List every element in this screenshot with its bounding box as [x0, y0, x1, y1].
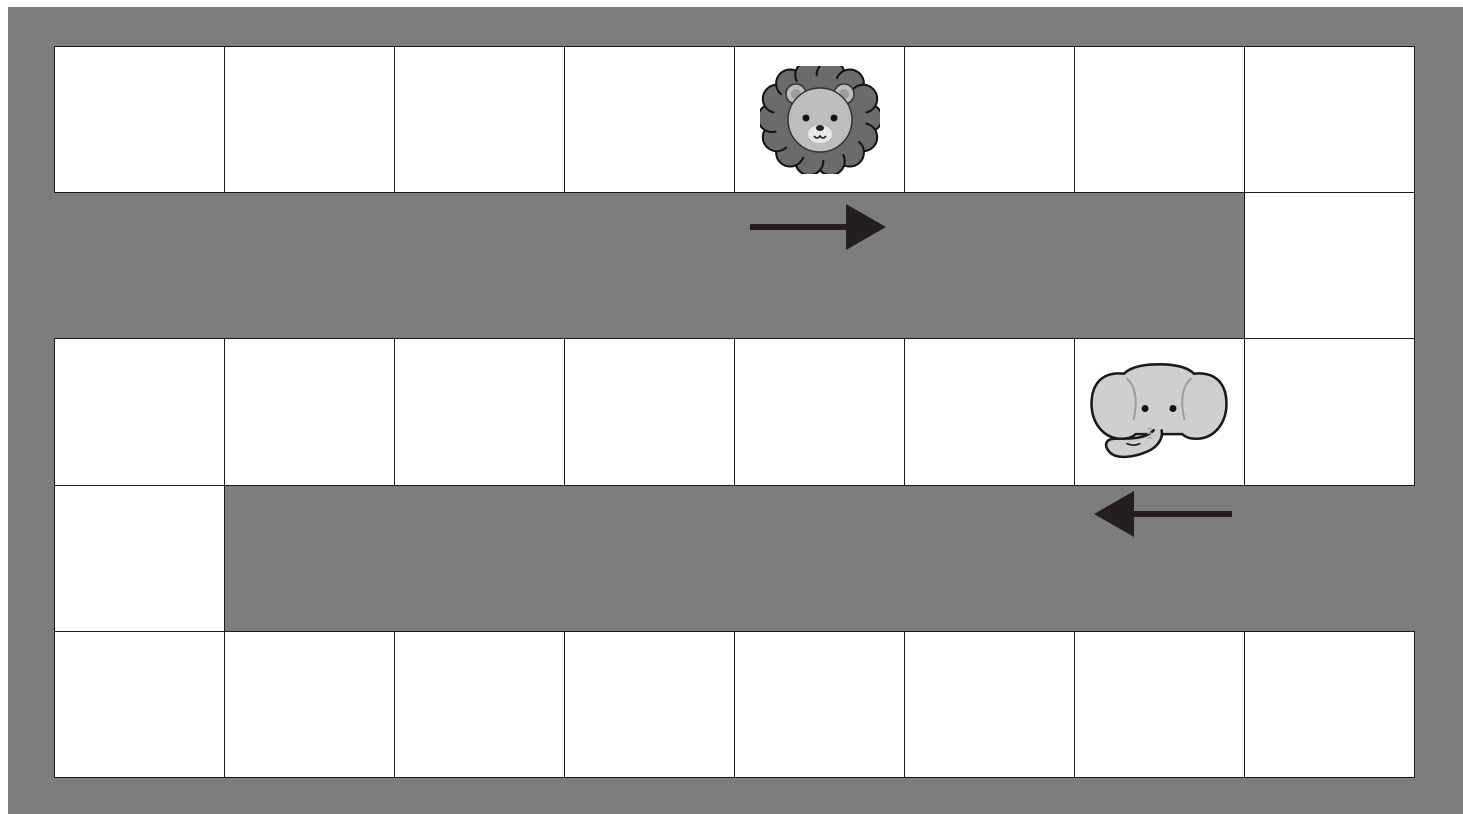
board-cell-r4-c1[interactable] [54, 485, 225, 632]
board-cell-r5-c2[interactable] [224, 631, 395, 778]
board-cell-r3-c4[interactable] [564, 338, 735, 485]
board-cell-r5-c4[interactable] [564, 631, 735, 778]
arrow-right-icon [750, 204, 890, 254]
board-cell-r1-c4[interactable] [564, 46, 735, 193]
board-cell-r1-c7[interactable] [1074, 46, 1245, 193]
board-cell-r1-c1[interactable] [54, 46, 225, 193]
board-cell-r1-c3[interactable] [394, 46, 565, 193]
board-cell-r3-c1[interactable] [54, 338, 225, 485]
board-cell-r5-c3[interactable] [394, 631, 565, 778]
board-cell-r5-c5[interactable] [734, 631, 905, 778]
board-cell-r5-c7[interactable] [1074, 631, 1245, 778]
board-cell-r3-c2[interactable] [224, 338, 395, 485]
arrow-left-icon [1094, 491, 1234, 541]
lion-face-icon[interactable] [760, 66, 880, 174]
board-cell-r3-c3[interactable] [394, 338, 565, 485]
board-cell-r1-c2[interactable] [224, 46, 395, 193]
board-cell-r3-c8[interactable] [1244, 338, 1415, 485]
elephant-face-icon[interactable] [1084, 362, 1234, 462]
board-cell-r5-c1[interactable] [54, 631, 225, 778]
board-cell-r3-c5[interactable] [734, 338, 905, 485]
board-cell-r5-c6[interactable] [904, 631, 1075, 778]
board-cell-r1-c6[interactable] [904, 46, 1075, 193]
board-cell-r2-c8[interactable] [1244, 192, 1415, 339]
board-cell-r1-c8[interactable] [1244, 46, 1415, 193]
board-cell-r5-c8[interactable] [1244, 631, 1415, 778]
board-cell-r3-c6[interactable] [904, 338, 1075, 485]
